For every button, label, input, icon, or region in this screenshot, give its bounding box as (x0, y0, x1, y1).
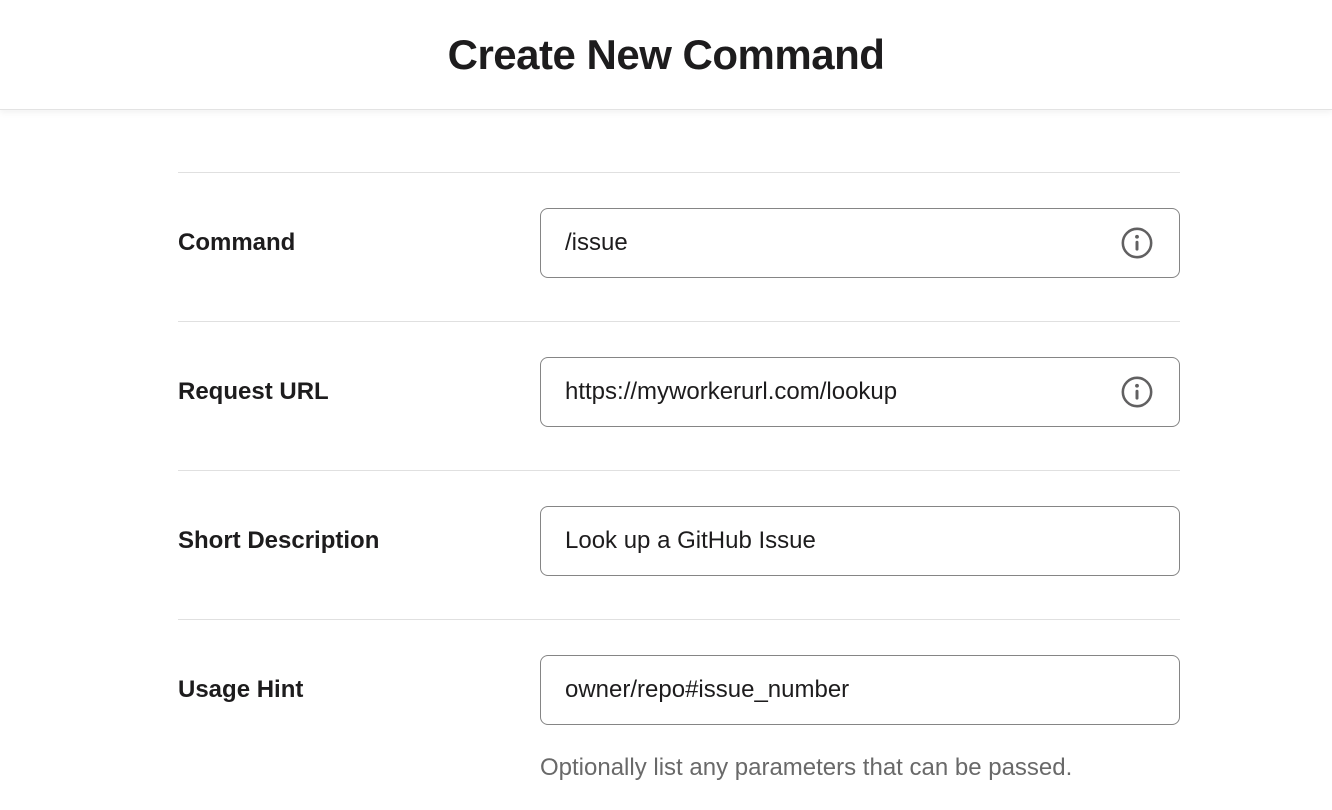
command-label: Command (178, 229, 296, 256)
usage-hint-input[interactable] (540, 655, 1180, 725)
form-row-short-description: Short Description (178, 470, 1180, 619)
command-form: Command Request URL (178, 172, 1180, 810)
short-description-field-column (540, 506, 1180, 576)
short-description-input[interactable] (540, 506, 1180, 576)
usage-hint-input-wrap (540, 655, 1180, 725)
form-row-request-url: Request URL (178, 321, 1180, 470)
page-header: Create New Command (0, 0, 1332, 110)
usage-hint-label: Usage Hint (178, 676, 304, 703)
form-row-command: Command (178, 172, 1180, 321)
request-url-input[interactable] (540, 357, 1180, 427)
info-circle-icon[interactable] (1120, 226, 1154, 260)
command-input[interactable] (540, 208, 1180, 278)
request-url-label: Request URL (178, 378, 329, 405)
command-input-wrap (540, 208, 1180, 278)
usage-hint-helper-text: Optionally list any parameters that can … (540, 754, 1073, 781)
request-url-input-wrap (540, 357, 1180, 427)
short-description-input-wrap (540, 506, 1180, 576)
form-row-usage-hint: Usage Hint Optionally list any parameter… (178, 619, 1180, 810)
short-description-label: Short Description (178, 527, 380, 554)
command-field-column (540, 208, 1180, 278)
info-circle-icon[interactable] (1120, 375, 1154, 409)
request-url-field-column (540, 357, 1180, 427)
usage-hint-field-column: Optionally list any parameters that can … (540, 655, 1180, 782)
page-title: Create New Command (447, 30, 885, 78)
